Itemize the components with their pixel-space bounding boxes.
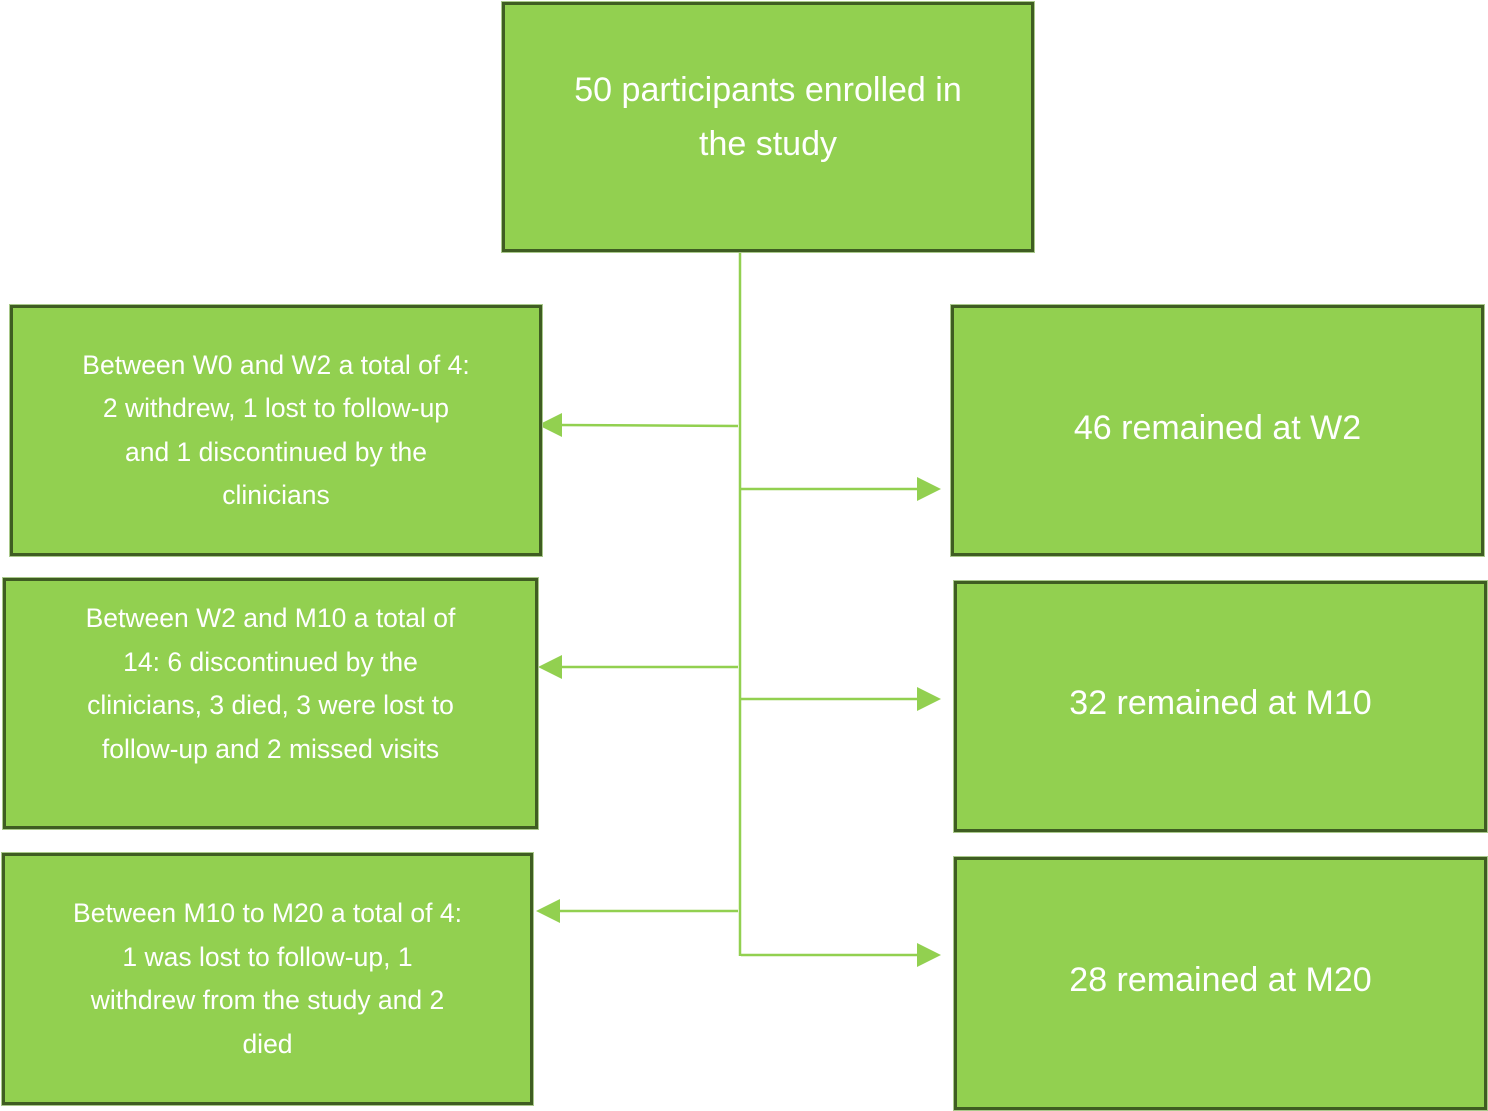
remaining-text: 28 remained at M20 — [1069, 961, 1372, 999]
arrow-right-icon — [917, 687, 941, 711]
remaining-text: 46 remained at W2 — [1073, 409, 1362, 447]
enrollment-box: 50 participants enrolled in the study — [501, 1, 1035, 253]
remaining-box-m20: 28 remained at M20 — [953, 856, 1488, 1111]
arrow-left-icon — [536, 899, 560, 923]
enrollment-text: 50 participants enrolled in the study — [574, 71, 962, 163]
exclusion-text: Between W2 and M10 a total of 14: 6 disc… — [85, 603, 456, 764]
exclusion-text: Between W0 and W2 a total of 4: 2 withdr… — [82, 349, 470, 511]
arrow-right-icon — [917, 943, 941, 967]
arrow-left-icon — [538, 655, 562, 679]
exclusion-box-m10-m20: Between M10 to M20 a total of 4: 1 was l… — [1, 852, 534, 1106]
exclusion-box-w2-m10: Between W2 and M10 a total of 14: 6 disc… — [2, 577, 539, 830]
remaining-text: 32 remained at M10 — [1069, 684, 1372, 722]
exclusion-box-w0-w2: Between W0 and W2 a total of 4: 2 withdr… — [9, 304, 543, 557]
arrow-to-exclusion-1-line — [557, 423, 739, 428]
remaining-box-m10: 32 remained at M10 — [953, 580, 1488, 833]
remaining-box-w2: 46 remained at W2 — [950, 304, 1485, 557]
arrow-right-icon — [917, 477, 941, 501]
exclusion-text: Between M10 to M20 a total of 4: 1 was l… — [73, 898, 462, 1059]
